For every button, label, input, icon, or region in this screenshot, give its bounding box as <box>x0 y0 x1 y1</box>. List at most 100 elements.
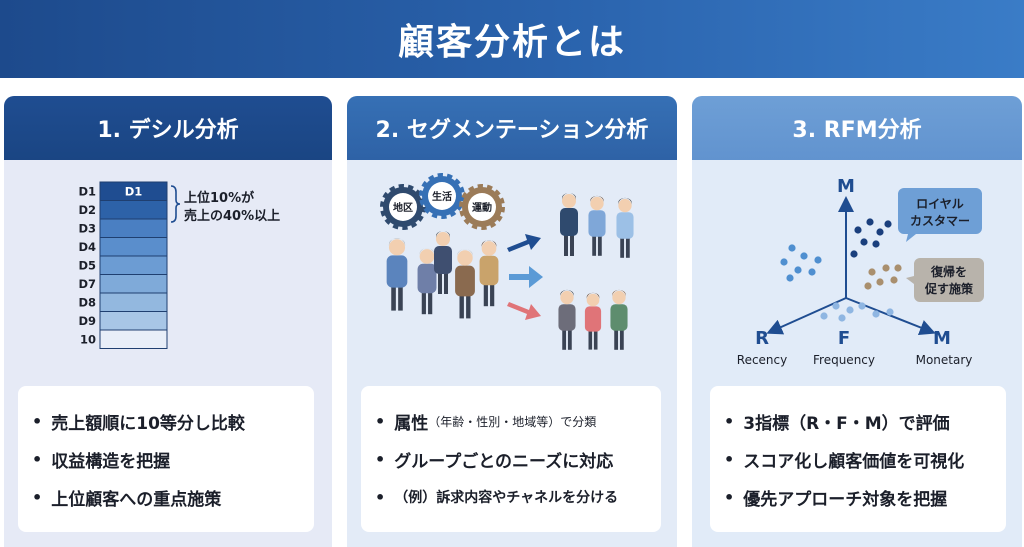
scatter-dot <box>860 238 868 246</box>
segment-group-icon <box>558 289 628 350</box>
panel-segmentation-bullets: 属性（年齢・性別・地域等）で分類 グループごとのニーズに対応 （例）訴求内容やチ… <box>361 386 661 532</box>
scatter-dot <box>808 268 816 276</box>
person-icon <box>616 197 634 258</box>
bullet-main: 属性 <box>394 413 429 434</box>
callout-brace <box>170 185 181 223</box>
axis-m-label: M <box>837 176 855 197</box>
scatter-dot <box>866 218 874 226</box>
person-icon <box>610 289 628 350</box>
axis-f-label: F <box>838 328 850 349</box>
bullet-item: グループごとのニーズに対応 <box>375 440 661 478</box>
person-icon <box>434 231 452 294</box>
decile-label: D2 <box>78 203 96 217</box>
person-icon <box>417 248 437 315</box>
axis-m2-label: M <box>933 328 951 349</box>
return-line-1: 復帰を <box>930 264 967 279</box>
arrow-icon <box>507 302 541 320</box>
gear-icon: 運動 <box>459 184 505 230</box>
arrow-icon <box>509 266 543 288</box>
page-title: 顧客分析とは <box>397 22 626 63</box>
scatter-dot <box>814 256 822 264</box>
segment-group-icon <box>560 193 634 258</box>
bullet-item: スコア化し顧客価値を可視化 <box>724 440 1006 478</box>
person-icon <box>386 238 408 311</box>
frequency-label: Frequency <box>813 353 875 367</box>
person-icon <box>584 292 602 350</box>
decile-bar <box>99 292 168 312</box>
scatter-dot <box>780 258 788 266</box>
scatter-dot <box>846 306 854 314</box>
decile-bar <box>99 255 168 275</box>
person-icon <box>455 249 475 319</box>
scatter-dot <box>886 308 894 316</box>
scatter-dot <box>854 226 862 234</box>
decile-label: D4 <box>78 240 96 254</box>
recency-label: Recency <box>737 353 787 367</box>
gear-icon: 生活 <box>419 173 465 219</box>
scatter-dot <box>858 302 866 310</box>
scatter-dot <box>882 264 890 272</box>
decile-bar <box>99 200 168 220</box>
bullet-item: 上位顧客への重点施策 <box>32 478 314 516</box>
scatter-dot <box>794 266 802 274</box>
scatter-dot <box>890 276 898 284</box>
decile-label: D7 <box>78 277 96 291</box>
scatter-dot <box>832 302 840 310</box>
decile-label: D8 <box>78 296 96 310</box>
loyal-line-2: カスタマー <box>910 214 970 228</box>
monetary-label: Monetary <box>916 353 973 367</box>
bullet-item: （例）訴求内容やチャネルを分ける <box>375 478 661 516</box>
gear-label: 生活 <box>432 190 452 203</box>
customer-crowd-icon <box>386 231 499 319</box>
scatter-dot <box>876 228 884 236</box>
callout-line-1: 上位10%が <box>184 190 254 206</box>
gear-label: 運動 <box>472 201 492 214</box>
decile-label: 10 <box>80 333 96 347</box>
decile-label: D1 <box>78 185 96 199</box>
panel-rfm: 3. RFM分析 M R F M Recency Frequency Monet… <box>692 96 1022 547</box>
decile-bar <box>99 329 168 349</box>
scatter-dot <box>872 240 880 248</box>
bullet-item: 収益構造を把握 <box>32 440 314 478</box>
scatter-dot <box>788 244 796 252</box>
scatter-dot <box>820 312 828 320</box>
scatter-dot <box>876 278 884 286</box>
decile-label: D9 <box>78 314 96 328</box>
scatter-dot <box>864 282 872 290</box>
scatter-dot <box>872 310 880 318</box>
return-callout <box>906 258 984 302</box>
bullet-item: 属性（年齢・性別・地域等）で分類 <box>375 402 661 440</box>
decile-bar <box>99 311 168 331</box>
decile-bar <box>99 218 168 238</box>
scatter-dot <box>894 264 902 272</box>
panel-segmentation-title: 2. セグメンテーション分析 <box>347 96 677 160</box>
decile-bar <box>99 237 168 257</box>
panel-decile-bullets: 売上額順に10等分し比較 収益構造を把握 上位顧客への重点施策 <box>18 386 314 532</box>
decile-bar <box>99 274 168 294</box>
segmentation-diagram: 地区 生活 運動 <box>380 173 634 350</box>
scatter-dot <box>868 268 876 276</box>
decile-bar-label: D1 <box>125 185 143 199</box>
panel-segmentation: 2. セグメンテーション分析 地区 生活 運動 属性（年齢・性別・地域等）で分類 <box>347 96 677 547</box>
scatter-dot <box>800 252 808 260</box>
callout-line-2: 売上の40%以上 <box>184 208 280 224</box>
panel-rfm-bullets: 3指標（R・F・M）で評価 スコア化し顧客価値を可視化 優先アプローチ対象を把握 <box>710 386 1006 532</box>
gear-icon: 地区 <box>380 184 426 230</box>
scatter-dot <box>850 250 858 258</box>
bullet-tail: で分類 <box>560 414 597 429</box>
axis-r-label: R <box>755 328 769 349</box>
bullet-item: 優先アプローチ対象を把握 <box>724 478 1006 516</box>
arrow-icon <box>507 234 541 252</box>
person-icon <box>479 240 499 307</box>
decile-label: D3 <box>78 222 96 236</box>
scatter-dot <box>884 220 892 228</box>
bullet-item: 3指標（R・F・M）で評価 <box>724 402 1006 440</box>
person-icon <box>558 289 576 350</box>
scatter-dot <box>838 314 846 322</box>
scatter-dot <box>786 274 794 282</box>
bullet-item: 売上額順に10等分し比較 <box>32 402 314 440</box>
person-icon <box>560 193 578 256</box>
header-banner: 顧客分析とは <box>0 0 1024 78</box>
